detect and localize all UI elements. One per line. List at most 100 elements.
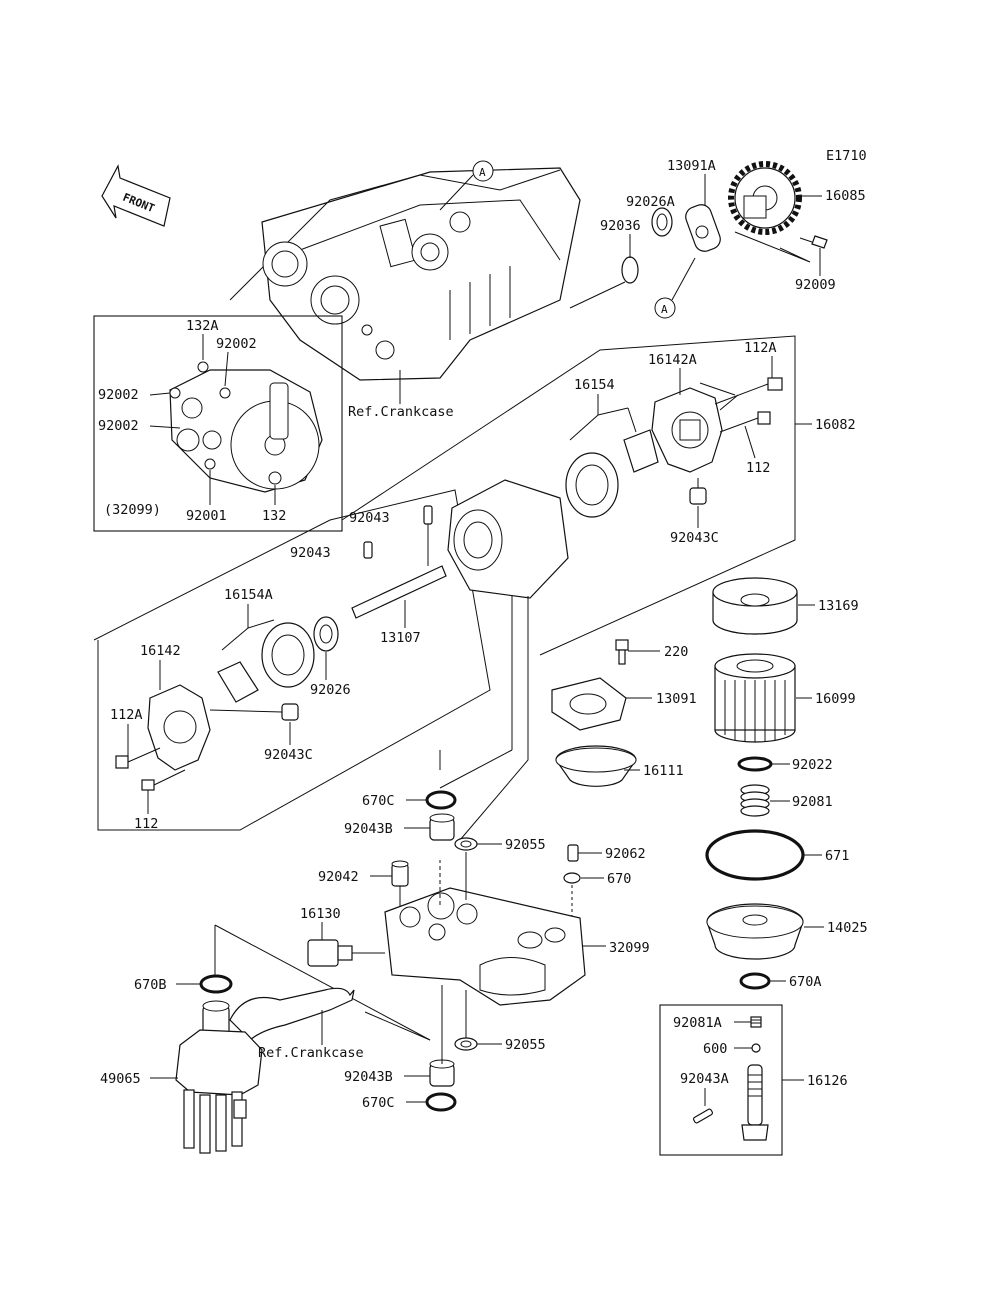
marker-a-lower: [654, 297, 676, 319]
label-92043C-left: 92043C: [264, 747, 313, 763]
oring-92022: [737, 756, 773, 772]
oring-670C-top: [425, 790, 457, 810]
label-92001: 92001: [186, 508, 227, 524]
oring-670C-bot: [425, 1092, 457, 1112]
label-92081A: 92081A: [673, 1015, 722, 1031]
spring-92081: [740, 784, 770, 817]
label-92002-c: 92002: [98, 418, 139, 434]
assembly-boundary-upper: [341, 335, 796, 656]
dowel-92043C-left: [281, 703, 299, 721]
label-92055-top: 92055: [505, 837, 546, 853]
label-112A-left: 112A: [110, 707, 143, 723]
dowel-92043C-top: [689, 487, 707, 505]
washer-92026A: [651, 207, 673, 237]
label-112A-top: 112A: [744, 340, 777, 356]
bolt-220: [615, 639, 629, 665]
label-16111: 16111: [643, 763, 684, 779]
label-92026: 92026: [310, 682, 351, 698]
label-670: 670: [607, 871, 631, 887]
bolt-112-left: [141, 769, 186, 791]
pin-92062: [567, 844, 579, 862]
marker-a-lower-label: A: [661, 303, 668, 316]
label-13107: 13107: [380, 630, 421, 646]
label-49065: 49065: [100, 1071, 141, 1087]
oil-strainer-49065: [175, 987, 355, 1154]
label-92002-a: 92002: [216, 336, 257, 352]
label-132A: 132A: [186, 318, 219, 334]
label-92043-b: 92043: [290, 545, 331, 561]
oring-670B: [199, 974, 233, 994]
pump-body: [447, 479, 569, 599]
label-671: 671: [825, 848, 849, 864]
label-92002-b: 92002: [98, 387, 139, 403]
label-92026A: 92026A: [626, 194, 675, 210]
pump-gear-16085: [728, 161, 802, 235]
label-16142A: 16142A: [648, 352, 697, 368]
rotor-set-16154: [565, 429, 659, 518]
label-92055-bot: 92055: [505, 1037, 546, 1053]
assembly-boundary-lower: [93, 489, 491, 831]
marker-a-upper-label: A: [479, 166, 486, 179]
bolt-112A-top: [714, 377, 783, 405]
label-16154: 16154: [574, 377, 615, 393]
label-16154A: 16154A: [224, 587, 273, 603]
filter-case-14025: [706, 903, 804, 960]
dowel-92043-a: [423, 505, 433, 525]
collar-92042: [391, 860, 409, 887]
label-92043C-top: 92043C: [670, 530, 719, 546]
oring-670A: [739, 972, 771, 990]
inset-box-32099: [93, 315, 343, 532]
oil-filter-16099: [714, 653, 796, 743]
marker-a-upper: [472, 160, 494, 182]
label-670C-bot: 670C: [362, 1095, 395, 1111]
screw-92009: [799, 235, 828, 249]
ball-600: [751, 1043, 761, 1053]
label-92062: 92062: [605, 846, 646, 862]
pump-cover-16142: [147, 684, 211, 771]
label-32099: 32099: [609, 940, 650, 956]
bolt-112-top: [719, 411, 771, 433]
ref-crankcase-lower: Ref.Crankcase: [258, 1045, 364, 1061]
filter-cover-13169: [712, 577, 798, 635]
label-92043B-top: 92043B: [344, 821, 393, 837]
seal-92055-bot: [454, 1037, 478, 1051]
label-92043A: 92043A: [680, 1071, 729, 1087]
label-92081: 92081: [792, 794, 833, 810]
label-16142: 16142: [140, 643, 181, 659]
label-112-left: 112: [134, 816, 158, 832]
relief-valve-16130: [307, 939, 385, 967]
label-92009: 92009: [795, 277, 836, 293]
shaft-13107: [351, 565, 447, 619]
label-92043-a: 92043: [349, 510, 390, 526]
label-16099: 16099: [815, 691, 856, 707]
ref-crankcase-upper: Ref.Crankcase: [348, 404, 454, 420]
collar-92043B-top: [429, 813, 455, 841]
label-92022: 92022: [792, 757, 833, 773]
label-13091: 13091: [656, 691, 697, 707]
seal-92055-top: [454, 837, 478, 851]
label-32099-paren: (32099): [104, 502, 161, 518]
washer-92026: [313, 616, 339, 652]
label-112-top: 112: [746, 460, 770, 476]
spring-92081A: [750, 1016, 762, 1028]
label-92043B-bot: 92043B: [344, 1069, 393, 1085]
crankcase-illustration: [229, 167, 581, 381]
label-92036: 92036: [600, 218, 641, 234]
dowel-92043-b: [363, 541, 373, 559]
oring-671: [705, 829, 805, 881]
label-13169: 13169: [818, 598, 859, 614]
label-670B: 670B: [134, 977, 167, 993]
label-16085: 16085: [825, 188, 866, 204]
label-132: 132: [262, 508, 286, 524]
label-14025: 14025: [827, 920, 868, 936]
label-670A: 670A: [789, 974, 822, 990]
bypass-valve-16126: [741, 1064, 769, 1141]
plate-13091A: [685, 204, 721, 252]
label-600: 600: [703, 1041, 727, 1057]
pin-92043A: [692, 1108, 714, 1124]
label-16130: 16130: [300, 906, 341, 922]
label-92042: 92042: [318, 869, 359, 885]
circlip-92036: [621, 256, 639, 284]
oring-670: [563, 872, 581, 884]
